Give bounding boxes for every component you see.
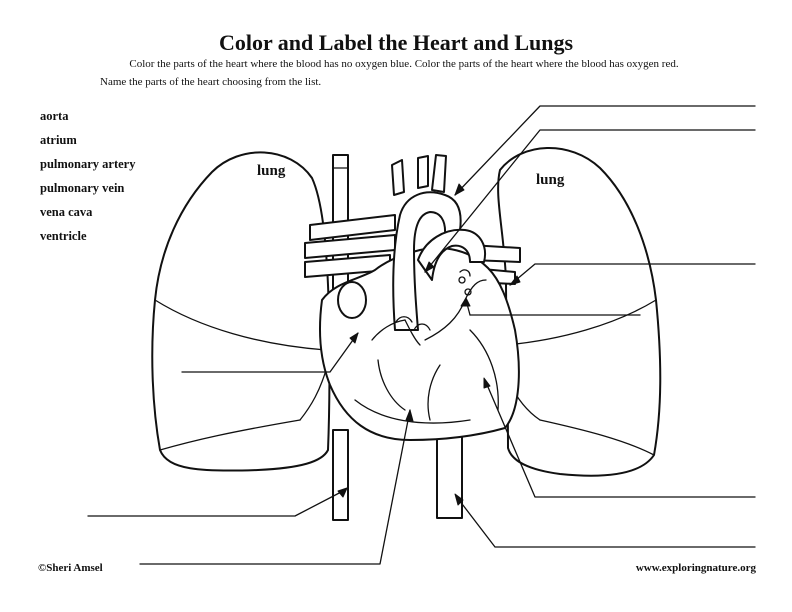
- copyright-text: ©Sheri Amsel: [38, 562, 103, 574]
- word-list: aorta atrium pulmonary artery pulmonary …: [40, 108, 135, 252]
- heart: [319, 154, 520, 441]
- word-list-item: pulmonary vein: [40, 181, 125, 195]
- instruction-line-1: Color the parts of the heart where the b…: [129, 58, 679, 70]
- word-list-item: atrium: [40, 133, 77, 147]
- label-pointers: [87, 105, 756, 565]
- word-list-item: vena cava: [40, 205, 93, 219]
- word-list-item: aorta: [40, 109, 69, 123]
- right-lung: [497, 147, 662, 477]
- lung-label-left: lung: [257, 163, 286, 179]
- page-title: Color and Label the Heart and Lungs: [218, 30, 574, 55]
- lung-label-right: lung: [536, 172, 565, 188]
- word-list-item: ventricle: [40, 229, 87, 243]
- instruction-line-2: Name the parts of the heart choosing fro…: [100, 76, 322, 88]
- word-list-item: pulmonary artery: [40, 157, 136, 171]
- left-lung: [151, 151, 331, 472]
- website-text: www.exploringnature.org: [635, 562, 756, 574]
